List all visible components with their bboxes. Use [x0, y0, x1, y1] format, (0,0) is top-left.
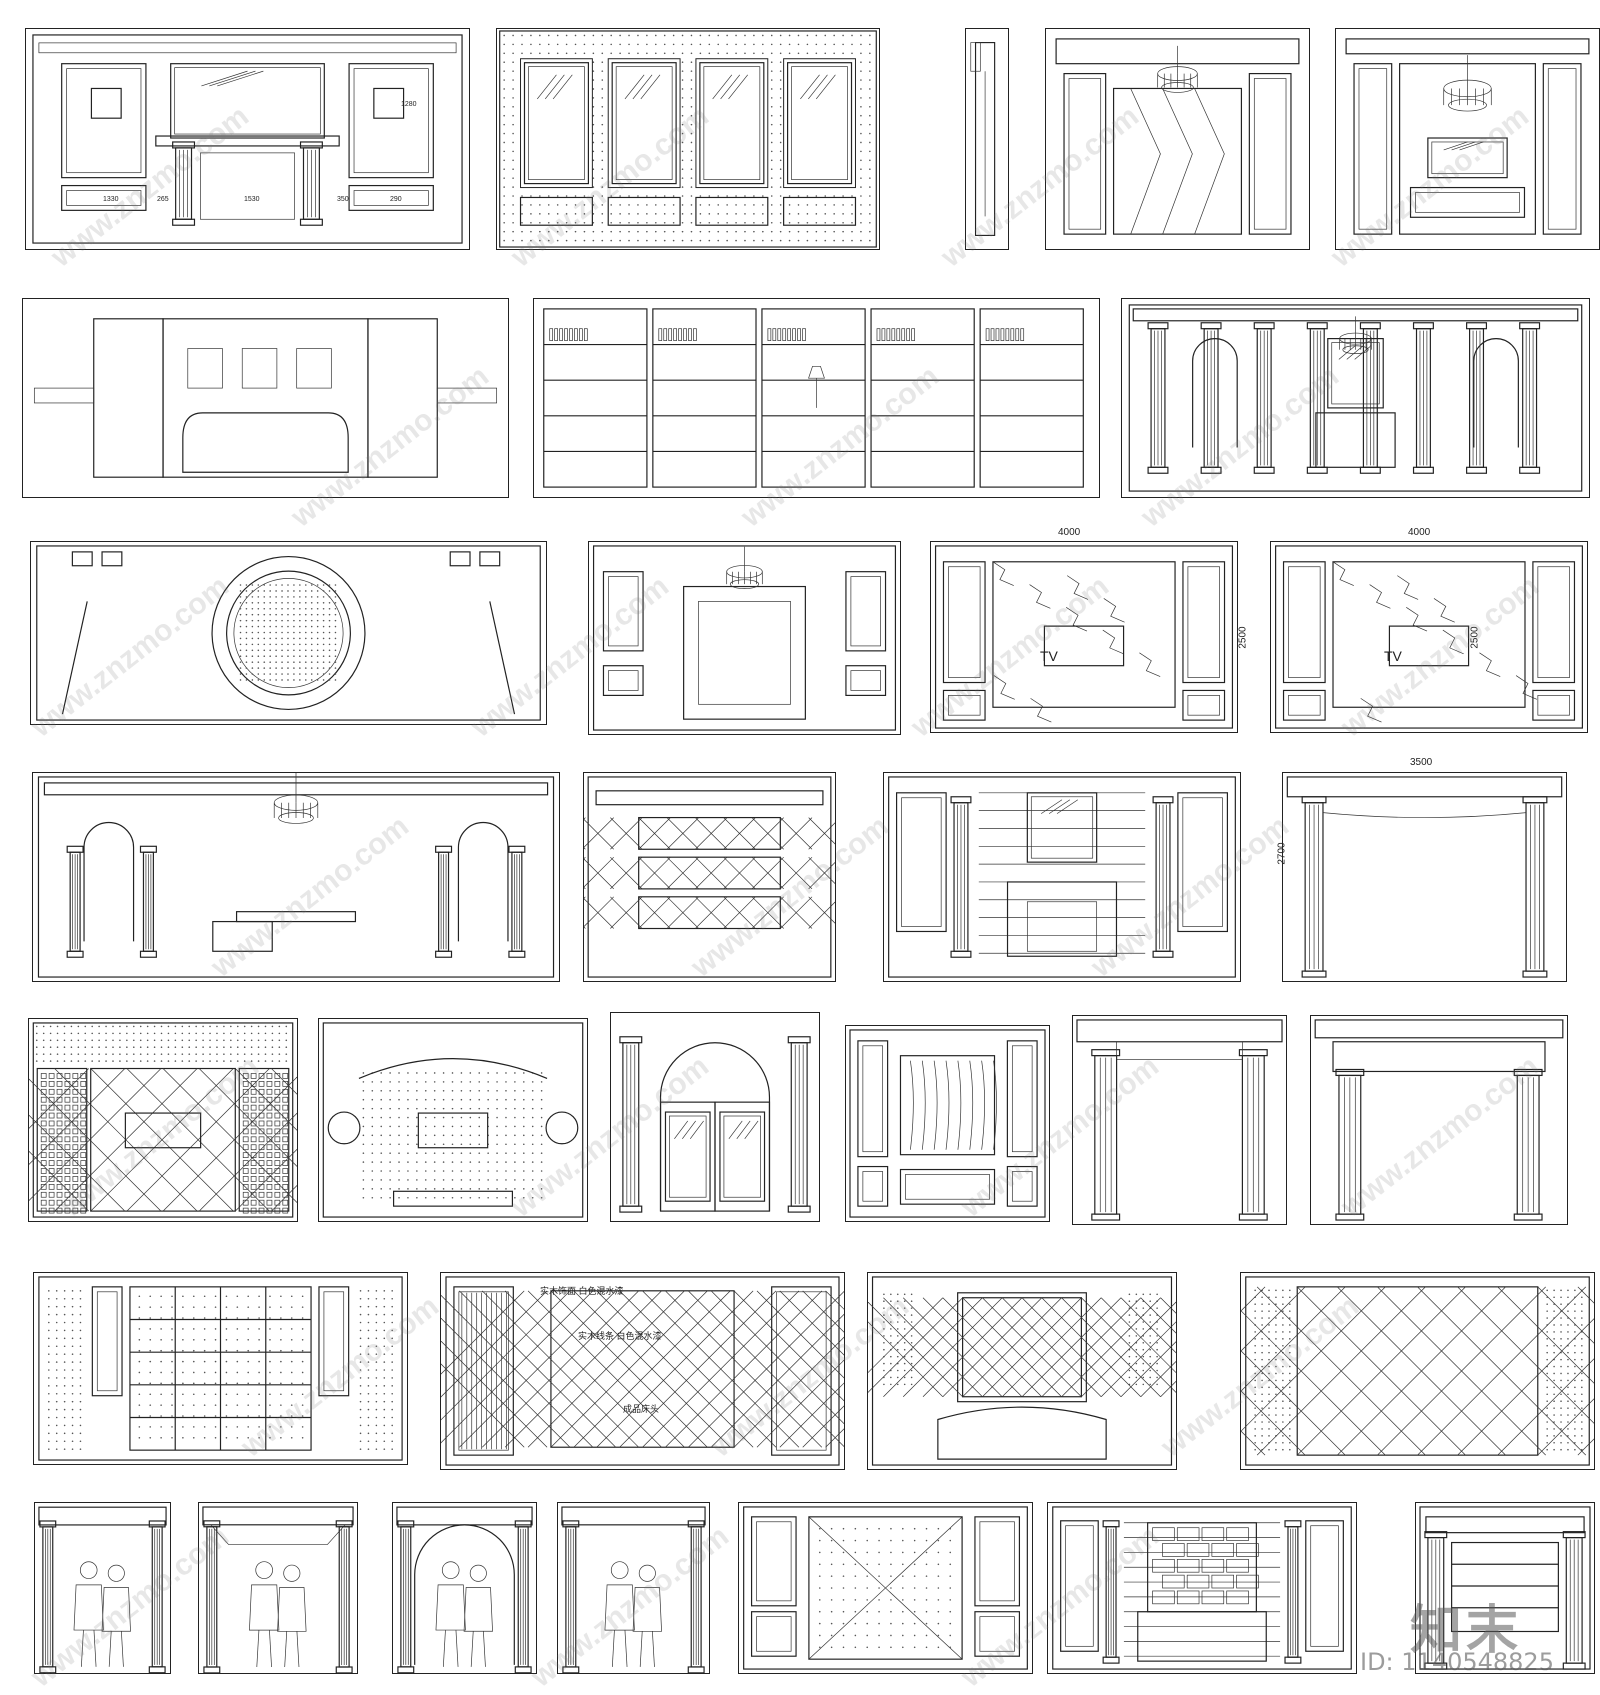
tv-wall-height-label-b: 2500 — [1469, 626, 1481, 649]
elevation-diamond-large-drawing — [1241, 1276, 1594, 1466]
elevation-chandelier-panels — [1335, 28, 1600, 250]
elevation-soft-pack-tv — [318, 1018, 588, 1222]
elevation-painting-panels — [588, 541, 901, 735]
bedhead-note: 成品床头 — [623, 1404, 660, 1414]
elevation-doorway-people-d-drawing — [561, 1506, 706, 1673]
elevation-mirror-panels — [496, 28, 880, 250]
fp-dim-c: 1530 — [244, 196, 260, 203]
elevation-marble-tv-b-drawing — [1275, 545, 1583, 729]
elevation-chandelier-panels-drawing — [1345, 38, 1590, 235]
elevation-mirror-panels-drawing — [499, 30, 877, 248]
elevation-arched-doors-drawing — [37, 773, 555, 978]
elevation-doorway-people-d — [557, 1502, 710, 1674]
elevation-stone-fireplace — [1047, 1502, 1357, 1674]
arch-height-label: 2700 — [1276, 842, 1288, 865]
site-logo: 知末 — [1410, 1601, 1523, 1661]
elevation-cabinet-wall-drawing — [1419, 1506, 1591, 1670]
elevation-wood-panel — [845, 1025, 1050, 1222]
elevation-sofa-wall-drawing — [33, 318, 498, 478]
elevation-fireplace-frames — [25, 28, 470, 250]
elevation-tile-grid-drawing — [38, 1276, 403, 1461]
section-detail — [965, 28, 1009, 250]
fp-dim-f: 290 — [390, 196, 402, 203]
elevation-bed-headboard-drawing — [868, 1276, 1176, 1466]
image-id: ID: 1140548825 — [1360, 1648, 1554, 1676]
elevation-doorway-people-b-drawing — [202, 1506, 354, 1673]
elevation-doorway-people-b — [198, 1502, 358, 1674]
elevation-soft-pack-tv-drawing — [322, 1022, 584, 1218]
elevation-chevron-door — [1045, 28, 1310, 250]
elevation-arched-windows-drawing — [1128, 304, 1583, 492]
elevation-panel-wall-drawing — [743, 1506, 1028, 1670]
tv-wall-width-label-b: 4000 — [1408, 527, 1431, 538]
elevation-tile-grid — [33, 1272, 408, 1465]
elevation-french-door — [610, 1012, 820, 1222]
elevation-round-medallion — [30, 541, 547, 725]
fp-dim-e: 350 — [337, 196, 349, 203]
elevation-doorframe-a — [1072, 1015, 1287, 1225]
elevation-cabinet-wall — [1415, 1502, 1595, 1674]
tv-wall-width-label-a: 4000 — [1058, 527, 1081, 538]
elevation-marble-tv-b — [1270, 541, 1588, 733]
elevation-diamond-panels — [583, 772, 836, 982]
elevation-fireplace-columns — [883, 772, 1241, 982]
elevation-arch-opening-drawing — [1286, 776, 1563, 978]
elevation-arched-doors — [32, 772, 560, 982]
arch-width-label: 3500 — [1410, 757, 1433, 768]
elevation-bookcase — [533, 298, 1100, 498]
elevation-fireplace-columns-drawing — [888, 776, 1236, 978]
finish-note: 实木饰面 白色混水漆 — [540, 1286, 624, 1296]
elevation-doorway-people-a-drawing — [38, 1506, 167, 1673]
elevation-fireplace-frames-drawing — [32, 34, 463, 244]
elevation-quilted-tv — [28, 1018, 298, 1222]
tv-label-a: TV — [1040, 648, 1058, 664]
fp-dim-a: 1330 — [103, 196, 119, 203]
tv-wall-height-label-a: 2500 — [1237, 626, 1249, 649]
elevation-chevron-door-drawing — [1055, 38, 1300, 235]
elevation-sofa-wall — [22, 298, 509, 498]
elevation-doorway-people-a — [34, 1502, 171, 1674]
elevation-painting-panels-drawing — [592, 545, 897, 731]
elevation-diamond-large — [1240, 1272, 1595, 1470]
elevation-arch-opening — [1282, 772, 1567, 982]
elevation-round-medallion-drawing — [36, 545, 541, 721]
elevation-marble-tv-a — [930, 541, 1238, 733]
fp-dim-b: 1280 — [401, 101, 417, 108]
elevation-bed-diamond-drawing — [441, 1276, 844, 1466]
fp-dim-d: 265 — [157, 196, 169, 203]
elevation-doorway-people-c — [392, 1502, 537, 1674]
elevation-french-door-drawing — [619, 1036, 811, 1213]
elevation-bed-diamond — [440, 1272, 845, 1470]
elevation-bookcase-drawing — [543, 308, 1084, 488]
elevation-doorframe-a-drawing — [1076, 1019, 1283, 1221]
elevation-quilted-tv-drawing — [29, 1022, 297, 1218]
elevation-doorway-people-c-drawing — [396, 1506, 533, 1673]
elevation-wood-panel-drawing — [849, 1029, 1046, 1218]
elevation-stone-fireplace-drawing — [1052, 1506, 1352, 1670]
elevation-marble-tv-a-drawing — [934, 545, 1234, 729]
elevation-diamond-panels-drawing — [584, 776, 835, 978]
elevation-doorframe-b — [1310, 1015, 1568, 1225]
elevation-bed-headboard — [867, 1272, 1177, 1470]
elevation-arched-windows — [1121, 298, 1590, 498]
elevation-doorframe-b-drawing — [1314, 1019, 1564, 1221]
molding-note: 实木线条 白色混水漆 — [578, 1331, 662, 1341]
tv-label-b: TV — [1384, 648, 1402, 664]
section-detail-drawing — [970, 42, 996, 236]
elevation-panel-wall — [738, 1502, 1033, 1674]
